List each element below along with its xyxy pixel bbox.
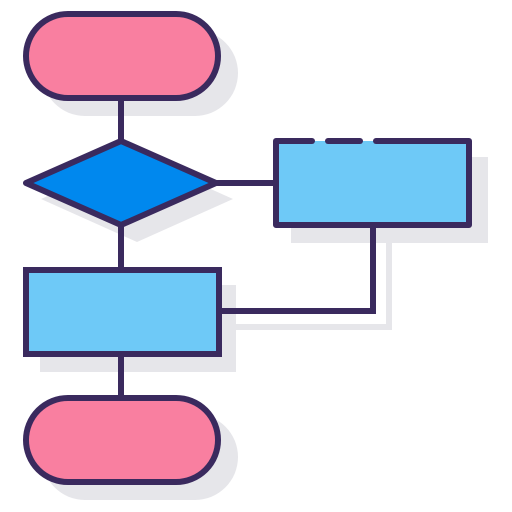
side-process-box bbox=[273, 138, 472, 228]
decision-diamond bbox=[23, 138, 219, 228]
connector-layer bbox=[118, 95, 376, 401]
side-to-main-connector bbox=[216, 223, 376, 314]
side-to-main-connector-shadow bbox=[235, 243, 392, 330]
start-terminator bbox=[23, 11, 221, 101]
main-process-box bbox=[23, 267, 222, 357]
end-terminator bbox=[23, 395, 221, 485]
